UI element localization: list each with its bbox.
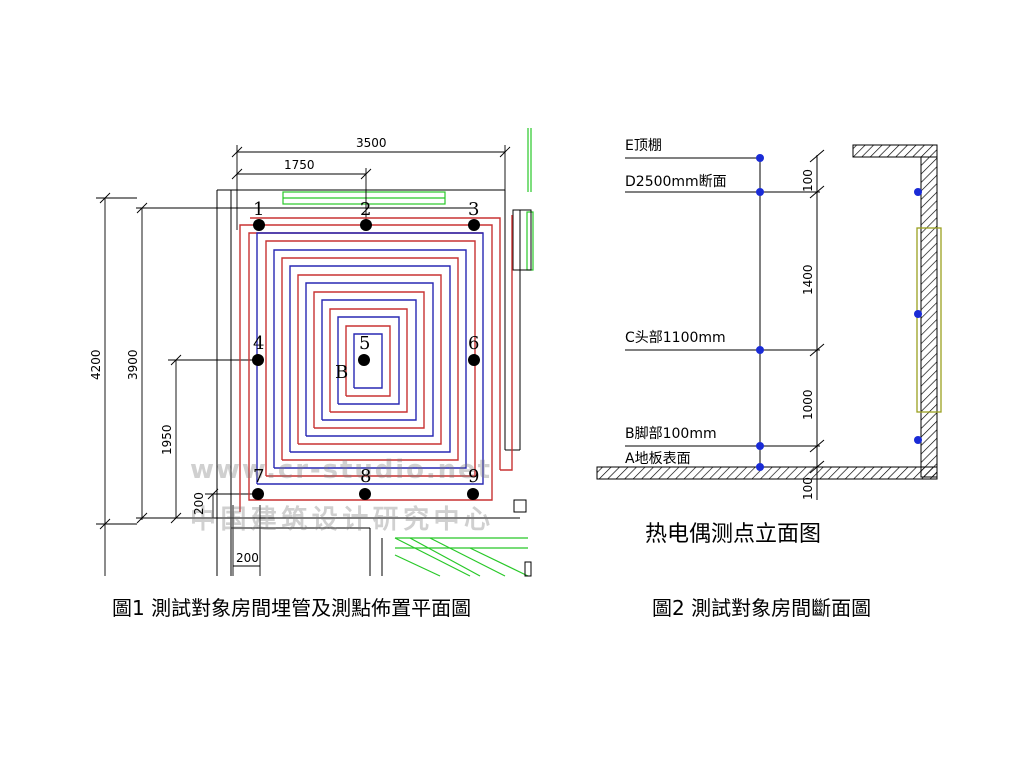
- point-label-8: 8: [360, 466, 371, 487]
- window: [916, 227, 942, 413]
- point-3: [468, 219, 480, 231]
- dim-100-top: 100: [801, 169, 815, 192]
- floor-hatch: [596, 466, 938, 480]
- point-9: [467, 488, 479, 500]
- dimension-lines: [96, 145, 511, 576]
- point-6: [468, 354, 480, 366]
- point-label-9: 9: [468, 466, 479, 487]
- dim-4200: 4200: [89, 349, 103, 380]
- room-walls: [216, 189, 532, 577]
- figure2-caption: 圖2 測試對象房間斷面圖: [652, 596, 872, 620]
- wall-hatch: [920, 156, 938, 478]
- level-labels: E顶棚 D2500mm断面 C头部1100mm B脚部100mm A地板表面: [625, 138, 727, 467]
- measurement-point-labels: 1 2 3 4 5 6 7 8 9 B: [253, 199, 479, 487]
- level-leaders: [625, 149, 825, 474]
- dim-1000: 1000: [801, 389, 815, 420]
- heating-pipe-red: [239, 215, 513, 512]
- dim-200-left: 200: [192, 492, 206, 515]
- node-wall-3: [914, 436, 922, 444]
- label-c-head: C头部1100mm: [625, 330, 726, 346]
- point-2: [360, 219, 372, 231]
- figure1-caption: 圖1 測試對象房間埋管及測點佈置平面圖: [112, 596, 472, 620]
- ceiling-hatch: [852, 144, 938, 158]
- point-7: [252, 488, 264, 500]
- node-wall-1: [914, 188, 922, 196]
- label-e-ceiling: E顶棚: [625, 138, 662, 154]
- center-label-b: B: [335, 362, 348, 383]
- point-label-5: 5: [359, 333, 370, 354]
- dim-1750: 1750: [284, 158, 315, 172]
- label-d-section: D2500mm断面: [625, 174, 727, 190]
- thermocouple-nodes: [756, 154, 922, 471]
- node-a: [756, 463, 764, 471]
- point-5: [358, 354, 370, 366]
- point-label-6: 6: [468, 333, 479, 354]
- point-label-2: 2: [360, 199, 371, 220]
- heating-pipe-blue: [256, 232, 484, 485]
- point-label-7: 7: [253, 466, 264, 487]
- dim-100-bottom: 100: [801, 477, 815, 500]
- measurement-points: [252, 219, 480, 500]
- dimension-texts: 3500 1750 4200 3900 1950 200 200: [89, 136, 387, 565]
- node-e: [756, 154, 764, 162]
- node-b: [756, 442, 764, 450]
- point-8: [359, 488, 371, 500]
- dim-1400: 1400: [801, 264, 815, 295]
- dim-200-bottom: 200: [236, 551, 259, 565]
- label-a-floor: A地板表面: [625, 451, 691, 467]
- point-label-3: 3: [468, 199, 479, 220]
- node-d: [756, 188, 764, 196]
- dim-3500: 3500: [356, 136, 387, 150]
- dim-1950: 1950: [160, 424, 174, 455]
- label-b-foot: B脚部100mm: [625, 426, 717, 442]
- section-dimension-texts: 100 1400 1000 100: [801, 169, 815, 500]
- point-1: [253, 219, 265, 231]
- node-wall-2: [914, 310, 922, 318]
- figure2-title: 热电偶测点立面图: [645, 522, 821, 547]
- point-4: [252, 354, 264, 366]
- node-c: [756, 346, 764, 354]
- point-label-4: 4: [253, 333, 264, 354]
- dim-3900: 3900: [126, 349, 140, 380]
- point-label-1: 1: [253, 199, 264, 220]
